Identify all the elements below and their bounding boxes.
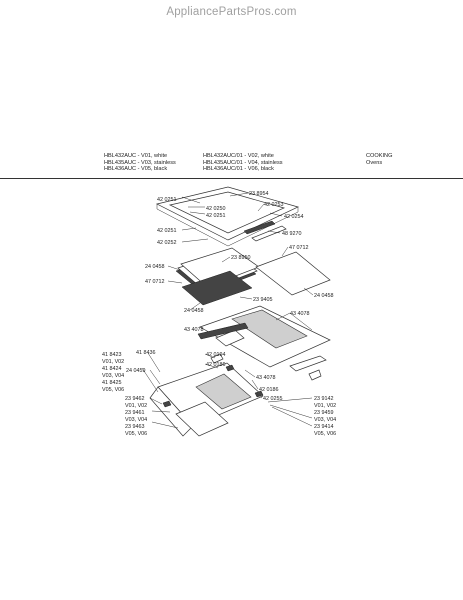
part-labels: 42 0251 23 8954 42 0250 42 0253 42 0251 … (102, 191, 336, 437)
part-label: 42 0251 (157, 228, 177, 234)
part-label: 42 0253 (264, 202, 284, 208)
part-label: V03, V04 (314, 417, 336, 423)
model-list-left: HBL432AUC - V01, white HBL435AUC - V03, … (104, 153, 176, 173)
leader-lines (141, 192, 314, 429)
part-label: 42 0251 (157, 197, 177, 203)
part-label: 23 8950 (231, 255, 251, 261)
part-label: 42 0186 (206, 362, 226, 368)
part-label: 23 9405 (253, 297, 273, 303)
part-label: 41 8436 (136, 350, 156, 356)
category-line: Ovens (366, 159, 383, 166)
part-label: 42 0250 (206, 206, 226, 212)
model-line: HBL436AUC/01 - V06, black (203, 166, 274, 173)
part-label: 42 0251 (206, 213, 226, 219)
part-label: V05, V06 (102, 387, 124, 393)
part-label: 24 0458 (184, 308, 204, 314)
part-label: 24 0458 (314, 293, 334, 299)
model-line: HBL435AUC - V03, stainless (104, 159, 176, 166)
part-label: V01, V02 (125, 403, 147, 409)
part-label: 23 9462 (125, 396, 145, 402)
part-label: 23 9463 (125, 424, 145, 430)
part-label: 23 9142 (314, 396, 334, 402)
part-label: 41 8424 (102, 366, 122, 372)
glass-pane-right (255, 251, 331, 296)
part-label: 48 9270 (282, 231, 302, 237)
part-label: V03, V04 (125, 417, 147, 423)
category-label: COOKING Ovens (366, 153, 392, 166)
part-label: 23 9461 (125, 410, 145, 416)
part-label: 23 9459 (314, 410, 334, 416)
part-label: 24 0458 (145, 264, 165, 270)
inner-door-frame (197, 305, 331, 381)
part-label: V01, V02 (102, 359, 124, 365)
part-label: 47 0712 (145, 279, 165, 285)
part-label: 23 8954 (249, 191, 269, 197)
part-label: V05, V06 (314, 431, 336, 437)
watermark: AppliancePartsPros.com (166, 6, 297, 18)
model-line: HBL436AUC - V05, black (104, 166, 168, 173)
outer-door-panel (149, 362, 264, 437)
model-line: HBL432AUC/01 - V02, white (203, 153, 274, 159)
part-label: 43 4078 (184, 327, 204, 333)
part-label: V03, V04 (102, 373, 124, 379)
part-label: 47 0712 (289, 245, 309, 251)
part-label: 42 0186 (259, 387, 279, 393)
part-label: V05, V06 (125, 431, 147, 437)
part-label: 43 4078 (256, 375, 276, 381)
part-label: 42 0255 (263, 396, 283, 402)
part-label: 41 8423 (102, 352, 122, 358)
model-line: HBL432AUC - V01, white (104, 153, 168, 159)
part-label: 24 0459 (126, 368, 146, 374)
header-rule (0, 178, 463, 179)
part-label: 42 0252 (157, 240, 177, 246)
model-list-right: HBL432AUC/01 - V02, white HBL435AUC/01 -… (203, 153, 283, 173)
part-label: V01, V02 (314, 403, 336, 409)
top-door-frame (155, 186, 299, 247)
part-label: 41 8425 (102, 380, 122, 386)
category-line: COOKING (366, 153, 393, 159)
part-label: 43 4078 (290, 311, 310, 317)
model-line: HBL435AUC/01 - V04, stainless (203, 159, 283, 166)
glass-pane-left (175, 247, 260, 306)
part-label: 23 9414 (314, 424, 334, 430)
part-label: 42 0254 (284, 214, 304, 220)
part-label: 42 0194 (206, 352, 226, 358)
